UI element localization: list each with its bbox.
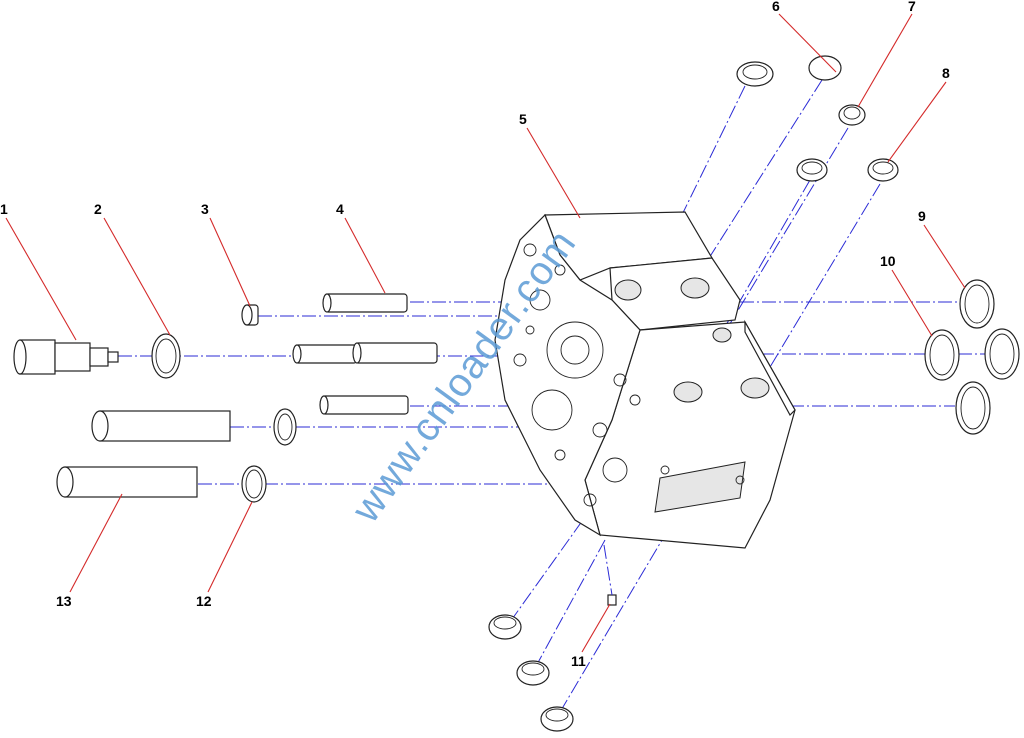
part-ring-middle-inner [277,413,293,441]
callout-1: 1 [0,201,8,217]
valve-body [494,211,796,549]
callout-9: 9 [918,208,926,224]
bottom-caps [488,544,617,732]
callout-labels: 1 2 3 4 5 6 7 8 9 10 11 12 13 [0,0,950,669]
callout-2: 2 [94,201,102,217]
callout-5: 5 [519,111,527,127]
part-2-ring [151,333,181,379]
part-1-plunger [13,339,119,375]
callout-13: 13 [56,593,72,609]
top-caps [736,55,899,182]
callout-3: 3 [201,201,209,217]
callout-4: 4 [336,201,344,217]
callout-8: 8 [942,65,950,81]
callout-7: 7 [908,0,916,14]
callout-11: 11 [571,653,586,669]
callout-12: 12 [196,593,212,609]
part-2-ring-inner [155,338,177,374]
callout-6: 6 [772,0,780,14]
part-sleeves [56,410,231,498]
callout-10: 10 [880,253,896,269]
part-3-plug [241,304,259,326]
part-4-rods [292,293,438,415]
leader-lines [5,13,966,653]
right-rings [924,279,1020,435]
part-12-ring-inner [245,469,263,499]
